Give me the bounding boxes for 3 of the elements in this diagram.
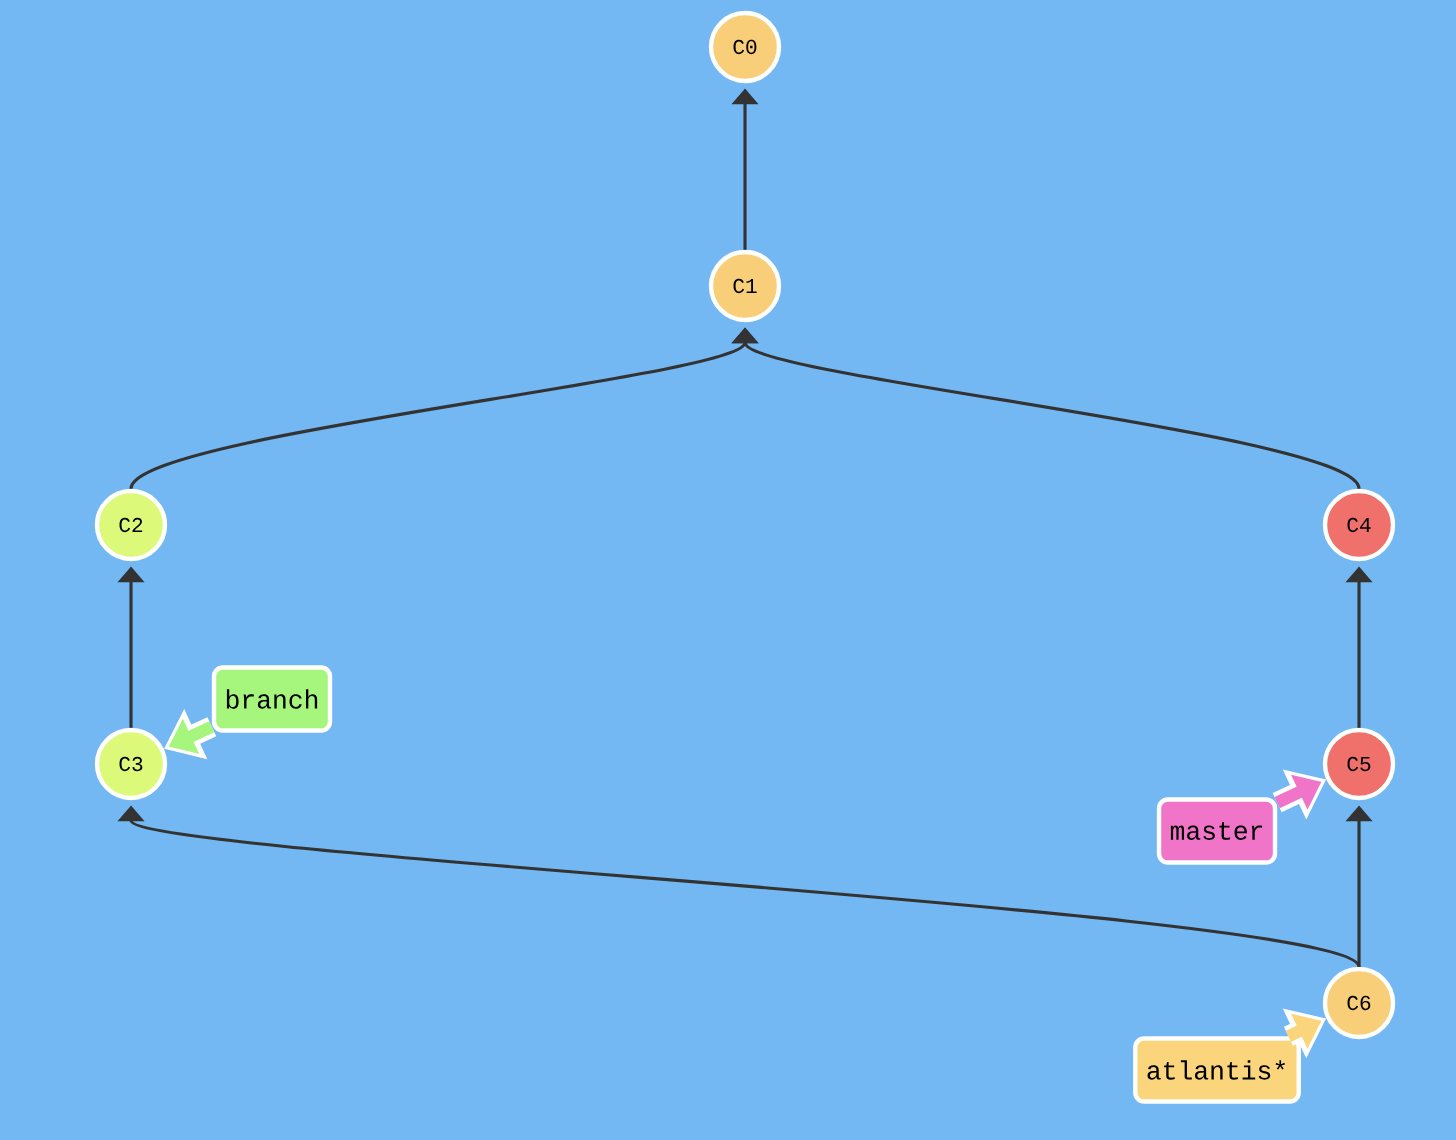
branch-label: atlantis* [1133, 1036, 1301, 1104]
branch-label: branch [211, 665, 333, 733]
branch-label: master [1156, 797, 1278, 865]
